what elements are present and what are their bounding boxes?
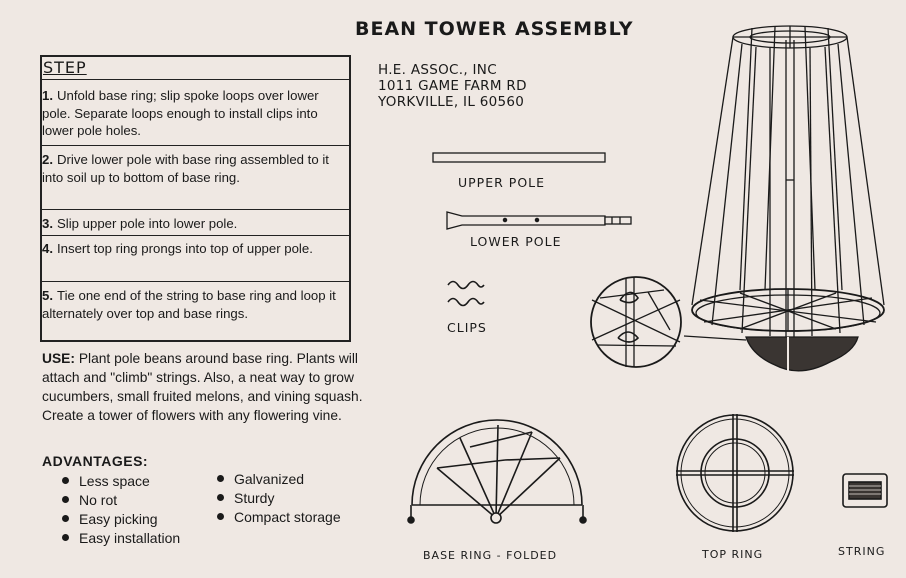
step-number: 4.: [42, 241, 53, 256]
step-item: 4. Insert top ring prongs into top of upp…: [42, 240, 347, 258]
advantage-text: Easy picking: [79, 511, 158, 527]
address-line: H.E. ASSOC., INC: [378, 62, 497, 78]
top-ring-drawing: [676, 414, 794, 532]
bullet-icon: [217, 513, 224, 520]
advantage-text: Less space: [79, 473, 150, 489]
step-text: Tie one end of the string to base ring a…: [42, 288, 336, 321]
clip-detail-drawing: [590, 276, 682, 368]
advantages-heading: ADVANTAGES:: [42, 453, 149, 469]
lower-pole-drawing: [446, 211, 632, 230]
step-text: Drive lower pole with base ring assemble…: [42, 152, 329, 185]
advantage-text: Compact storage: [234, 509, 341, 525]
use-paragraph: USE: Plant pole beans around base ring. …: [42, 349, 382, 425]
use-label: USE:: [42, 351, 75, 366]
advantage-item: Easy installation: [62, 529, 180, 548]
advantage-item: Sturdy: [217, 489, 274, 508]
step-number: 2.: [42, 152, 53, 167]
base-ring-folded-label: BASE RING - FOLDED: [423, 549, 558, 562]
bullet-icon: [62, 496, 69, 503]
step-text: Insert top ring prongs into top of upper…: [57, 241, 313, 256]
step-text: Slip upper pole into lower pole.: [57, 216, 238, 231]
step-item: 3. Slip upper pole into lower pole.: [42, 215, 347, 233]
advantage-item: Compact storage: [217, 508, 341, 527]
lower-pole-label: LOWER POLE: [470, 234, 562, 249]
step-number: 3.: [42, 216, 53, 231]
step-item: 1.Unfold base ring; slip spoke loops ove…: [42, 87, 347, 140]
upper-pole-drawing: [432, 152, 606, 163]
advantage-item: Easy picking: [62, 510, 158, 529]
address-line: 1011 GAME FARM RD: [378, 78, 527, 94]
step-text: Unfold base ring; slip spoke loops over …: [42, 88, 319, 138]
bullet-icon: [62, 477, 69, 484]
upper-pole-label: UPPER POLE: [458, 175, 546, 190]
advantage-text: Galvanized: [234, 471, 305, 487]
step-divider: [40, 235, 351, 236]
steps-box: [40, 55, 351, 342]
advantage-item: No rot: [62, 491, 117, 510]
advantage-item: Less space: [62, 472, 150, 491]
bullet-icon: [62, 534, 69, 541]
step-divider: [40, 281, 351, 282]
top-ring-label: TOP RING: [702, 548, 764, 561]
clips-label: CLIPS: [447, 320, 487, 335]
base-ring-folded-drawing: [407, 419, 587, 524]
bullet-icon: [62, 515, 69, 522]
advantage-text: Easy installation: [79, 530, 181, 546]
step-divider: [40, 209, 351, 210]
address-line: YORKVILLE, IL 60560: [378, 94, 525, 110]
bean-tower-drawing: [683, 25, 885, 375]
bullet-icon: [217, 475, 224, 482]
steps-heading: STEP: [43, 58, 87, 77]
string-label: STRING: [838, 545, 886, 558]
bullet-icon: [217, 494, 224, 501]
step-number: 5.: [42, 288, 53, 303]
string-spool-drawing: [842, 473, 888, 508]
step-divider: [40, 79, 351, 80]
advantage-item: Galvanized: [217, 470, 304, 489]
step-number: 1.: [42, 88, 53, 103]
advantage-text: No rot: [79, 492, 118, 508]
advantage-text: Sturdy: [234, 490, 275, 506]
use-text: Plant pole beans around base ring. Plant…: [42, 351, 363, 423]
step-item: 2.Drive lower pole with base ring assemb…: [42, 151, 347, 186]
step-item: 5.Tie one end of the string to base ring…: [42, 287, 347, 322]
company-address: H.E. ASSOC., INC 1011 GAME FARM RD YORKV…: [378, 62, 527, 110]
clips-drawing: [447, 280, 485, 307]
page-title: BEAN TOWER ASSEMBLY: [355, 18, 634, 40]
step-divider: [40, 145, 351, 146]
